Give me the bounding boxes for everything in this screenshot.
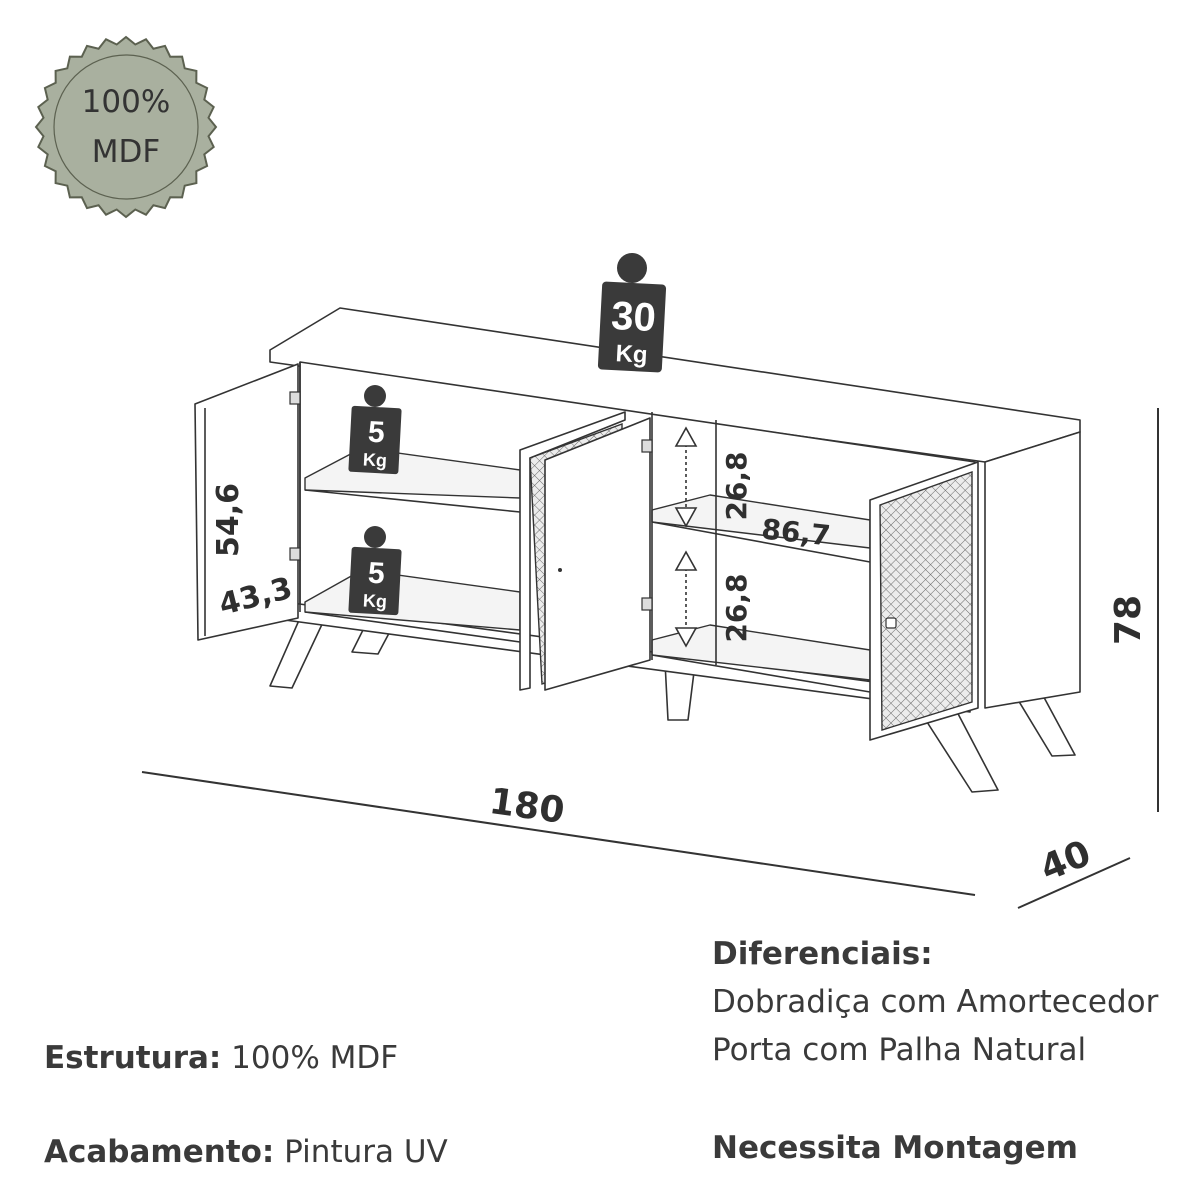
weight-tag-shelf-lower: 5 Kg (348, 526, 402, 616)
hinge-middle-upper (641, 439, 653, 453)
mdf-seal: 100% MDF (34, 35, 218, 219)
niche-lower-label: 26,8 (720, 573, 753, 642)
hinge-middle-lower (641, 597, 653, 611)
assembly-note: Necessita Montagem (712, 1130, 1078, 1166)
hinge-left-upper (289, 391, 301, 405)
door-height-label: 54,6 (211, 483, 246, 557)
weight-tag-top: 30 Kg (597, 253, 667, 373)
acabamento-line: Acabamento: Pintura UV (44, 1128, 448, 1176)
mdf-seal-badge (34, 35, 218, 219)
height-label: 78 (1108, 595, 1149, 645)
acabamento-label: Acabamento: (44, 1134, 275, 1170)
specs-block: Estrutura: 100% MDF Acabamento: Pintura … (44, 1034, 448, 1176)
niche-arrows (674, 426, 698, 648)
feature-item: Porta com Palha Natural (712, 1032, 1087, 1068)
estrutura-label: Estrutura: (44, 1040, 222, 1076)
dimension-lines (141, 408, 1159, 909)
features-title: Diferenciais: (712, 936, 933, 972)
features-block: Diferenciais: Dobradiça com Amortecedor … (712, 930, 1158, 1172)
weight-top-unit: Kg (615, 340, 648, 369)
acabamento-value: Pintura UV (274, 1134, 448, 1170)
niche-width-label: 86,7 (760, 512, 832, 552)
hinge-left-lower (289, 547, 301, 561)
door-knob-right (885, 617, 897, 629)
weight-lower-value: 5 (367, 557, 385, 591)
depth-dimension-line (1017, 857, 1131, 909)
depth-label: 40 (1035, 833, 1097, 890)
left-door (194, 363, 299, 641)
weight-upper-unit: Kg (362, 449, 387, 470)
cane-panel-right (879, 471, 973, 731)
weight-top-value: 30 (610, 294, 657, 340)
estrutura-line: Estrutura: 100% MDF (44, 1034, 448, 1082)
weight-lower-unit: Kg (362, 590, 387, 611)
middle-door (544, 417, 651, 691)
sideboard-drawing (194, 307, 1081, 793)
weight-upper-value: 5 (367, 416, 385, 450)
mdf-seal-material: MDF (92, 134, 160, 170)
niche-upper-label: 26,8 (720, 451, 753, 520)
width-dimension-line (141, 771, 976, 896)
feature-item: Dobradiça com Amortecedor (712, 984, 1159, 1020)
mdf-seal-percent: 100% (82, 84, 171, 120)
weight-tag-shelf-upper: 5 Kg (348, 385, 402, 475)
estrutura-value: 100% MDF (221, 1040, 399, 1076)
right-panel (984, 431, 1081, 709)
